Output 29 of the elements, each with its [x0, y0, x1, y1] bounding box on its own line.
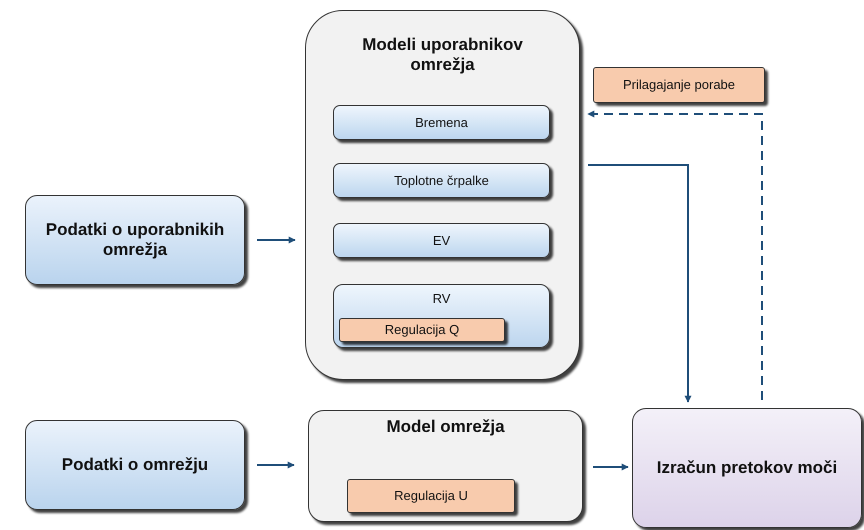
model-box — [333, 105, 550, 140]
data-box — [25, 420, 245, 510]
arrow — [588, 164, 692, 403]
model-group-panel — [308, 410, 583, 522]
node-label: Regulacija Q — [384, 322, 460, 338]
node-label: Model omrežja — [385, 417, 506, 438]
control-box — [339, 318, 505, 342]
node-label: Modeli uporabnikov omrežja — [361, 35, 524, 76]
control-box — [593, 67, 765, 103]
node-label: Prilagajanje porabe — [622, 77, 736, 93]
node-label: Bremena — [414, 114, 469, 130]
node-label: EV — [432, 232, 452, 248]
control-box — [347, 479, 515, 513]
model-box — [333, 223, 550, 258]
calculation-box — [632, 408, 862, 528]
model-box — [333, 284, 550, 348]
model-group-panel — [305, 10, 580, 380]
data-box — [25, 195, 245, 285]
node-label: Izračun pretokov moči — [656, 458, 838, 478]
node-label: Podatki o omrežju — [60, 454, 210, 476]
arrow — [257, 236, 296, 244]
arrow — [587, 110, 763, 400]
model-box — [333, 163, 550, 198]
node-label: RV — [432, 291, 452, 307]
arrow — [593, 464, 629, 470]
node-label: Podatki o uporabnikih omrežja — [44, 220, 226, 260]
node-label: Regulacija U — [393, 488, 469, 504]
node-label: Toplotne črpalke — [393, 172, 490, 188]
arrow — [257, 462, 295, 468]
